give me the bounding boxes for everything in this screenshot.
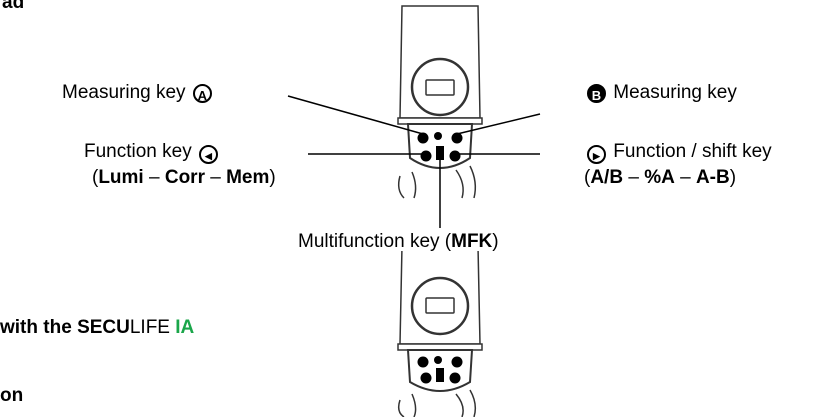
- label-measuring-key-a: Measuring key A: [62, 83, 214, 103]
- paren-close: ): [269, 167, 276, 188]
- leader-lines: [287, 95, 541, 228]
- mode-ab: A/B: [590, 167, 624, 188]
- label-function-shift-key: ▶ Function / shift key: [585, 142, 772, 164]
- function-key-text: Function key: [84, 141, 192, 162]
- leader-measuring-b: [456, 113, 541, 135]
- function-shift-key-text: Function / shift key: [613, 141, 772, 162]
- mode-percent-a: %A: [644, 167, 675, 188]
- separator: –: [204, 167, 227, 188]
- leader-measuring-a: [287, 95, 424, 135]
- label-multifunction-key: Multifunction key (MFK): [298, 232, 499, 251]
- bottom-heading-line1: with the SECULIFE IA: [0, 318, 194, 337]
- label-measuring-key-b: B Measuring key: [585, 83, 737, 103]
- brand-life: LIFE: [129, 317, 176, 338]
- device-lower: [397, 245, 483, 417]
- separator: –: [674, 167, 696, 188]
- key-a-icon: A: [192, 84, 212, 103]
- function-shift-key-modes: (A/B – %A – A-B): [584, 168, 736, 187]
- brand-ia: IA: [175, 317, 195, 338]
- mode-mem: Mem: [226, 167, 270, 188]
- measuring-key-b-text: Measuring key: [613, 82, 737, 103]
- heading-with-the: with the: [0, 317, 78, 338]
- mode-a-minus-b: A-B: [695, 167, 730, 188]
- mode-lumi: Lumi: [98, 167, 144, 188]
- bottom-heading-line2: on: [0, 385, 24, 406]
- left-arrow-icon: ◀: [199, 145, 219, 164]
- brand-secu: SECU: [77, 317, 130, 338]
- paren-close: ): [729, 167, 737, 188]
- paren-open: (: [92, 167, 99, 188]
- mode-corr: Corr: [164, 167, 205, 188]
- paren-open: (: [584, 167, 591, 188]
- separator: –: [143, 167, 165, 188]
- separator: –: [623, 167, 645, 188]
- key-b-icon: B: [587, 84, 606, 103]
- mfk-abbrev: MFK: [451, 231, 493, 252]
- label-function-key: Function key ◀: [84, 142, 220, 164]
- function-key-modes: (Lumi – Corr – Mem): [92, 168, 276, 187]
- cropped-heading-fragment: ad: [2, 0, 25, 13]
- device-lower-keys: [417, 356, 463, 384]
- right-arrow-icon: ▶: [587, 145, 606, 164]
- mfk-prefix: Multifunction key (: [298, 231, 452, 252]
- mfk-suffix: ): [492, 231, 499, 252]
- measuring-key-a-text: Measuring key: [62, 82, 186, 103]
